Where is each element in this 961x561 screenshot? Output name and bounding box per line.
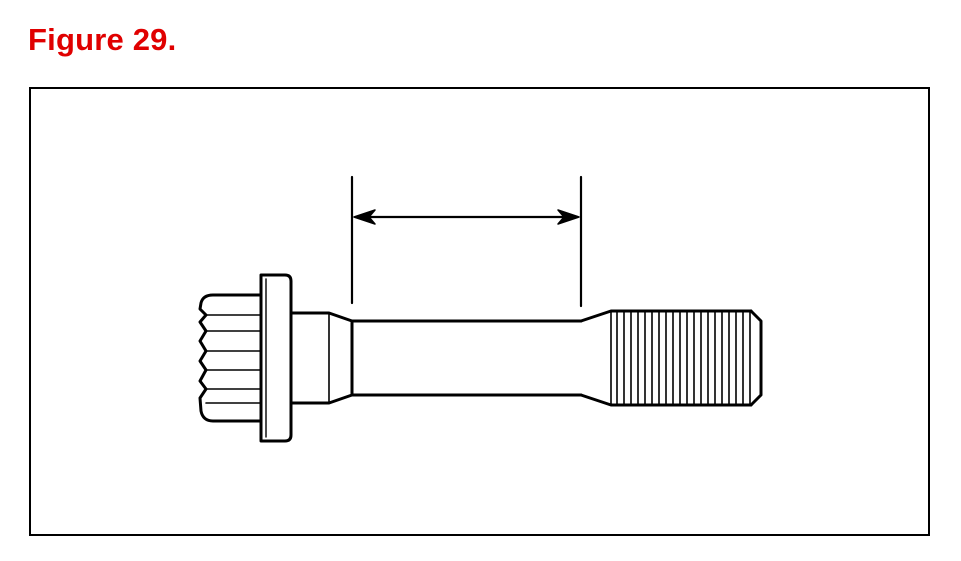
arrowhead-right-icon [557,209,580,225]
bolt-thread-end [749,309,763,407]
measurement-indicator [350,175,583,308]
bolt-icon [198,273,763,443]
bolt-head [198,293,263,423]
bolt-head-outline [198,293,263,423]
bolt-shoulder [289,311,354,405]
bolt-threads [616,310,751,406]
arrowhead-left-icon [353,209,376,225]
bolt-flange [259,273,293,443]
bolt-illustration [198,175,763,443]
figure-title: Figure 29. [28,22,177,57]
figure-frame [29,87,930,536]
